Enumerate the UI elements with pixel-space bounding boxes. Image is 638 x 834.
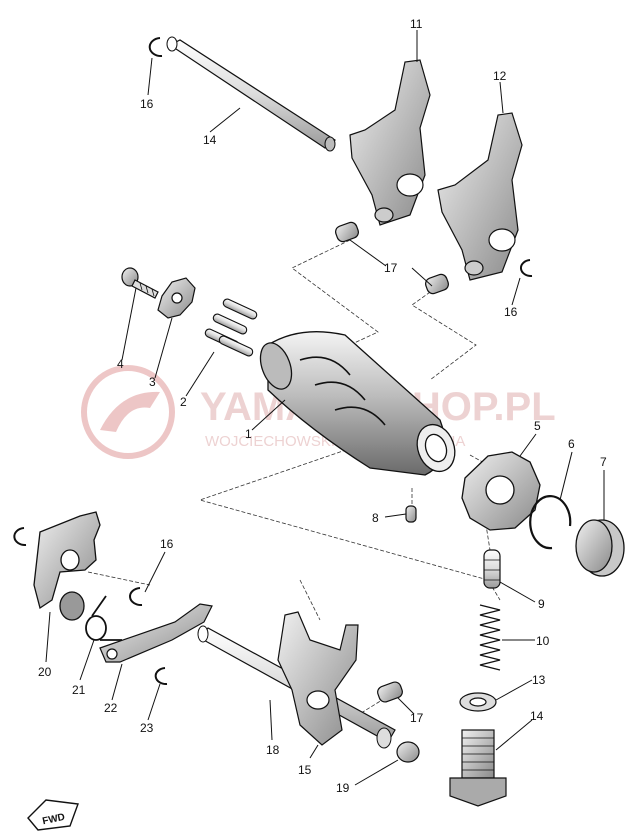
part-16-circlip-a (148, 37, 163, 58)
callout-10: 10 (536, 634, 550, 648)
part-10-spring (479, 604, 501, 671)
callout-16-b: 16 (504, 305, 518, 319)
callout-8: 8 (372, 511, 379, 525)
callout-23: 23 (140, 721, 154, 735)
part-12-plug-bolt (449, 729, 507, 807)
callout-17-b: 17 (410, 711, 424, 725)
part-7-cap (575, 519, 625, 577)
callout-17-a: 17 (384, 261, 398, 275)
part-6-circlip (529, 495, 572, 550)
part-1-shift-drum (259, 331, 456, 476)
callout-3: 3 (149, 375, 156, 389)
part-15-shift-fork-shaft (166, 36, 337, 152)
part-17-guide-pin-b (425, 273, 449, 295)
part-11-washer (459, 692, 497, 712)
callout-16-a: 16 (140, 97, 154, 111)
callout-18: 18 (266, 743, 280, 757)
part-3-segment (157, 277, 196, 319)
callout-12: 14 (530, 709, 544, 723)
part-19-end-cap (396, 741, 420, 763)
fwd-arrow: FWD (27, 799, 79, 831)
part-9-plunger (483, 549, 501, 589)
watermark-logo-mark (100, 391, 160, 432)
part-13-shift-fork (349, 59, 431, 226)
callout-13: 11 (410, 17, 423, 31)
part-5-cam-plate (461, 451, 541, 531)
watermark-logo (81, 365, 175, 459)
part-22-stopper-lever (99, 603, 213, 663)
callout-5: 5 (534, 419, 541, 433)
callout-20: 20 (38, 665, 52, 679)
callout-labels: 16 14 11 12 17 16 4 3 2 1 5 6 7 8 9 10 1… (38, 17, 607, 795)
part-2-pins (204, 298, 258, 357)
part-21-spring (85, 595, 122, 641)
callout-6: 6 (568, 437, 575, 451)
callout-19: 19 (336, 781, 350, 795)
part-16-circlip-b (520, 259, 533, 278)
part-16-circlip-d (13, 527, 27, 547)
callout-22: 22 (104, 701, 118, 715)
callout-16-c: 16 (160, 537, 174, 551)
part-14-shift-fork-a (437, 112, 523, 281)
fwd-label: FWD (41, 812, 66, 827)
callout-7: 7 (600, 455, 607, 469)
part-16-circlip-c (129, 587, 143, 607)
part-20-shift-lever (33, 511, 101, 621)
part-8-pin (405, 505, 417, 523)
callout-14-a: 12 (493, 69, 507, 83)
part-14-shift-fork-b (277, 611, 359, 746)
leader-lines (45, 30, 605, 786)
callout-9: 9 (538, 597, 545, 611)
part-4-bolt (121, 267, 159, 299)
callout-11: 13 (532, 673, 546, 687)
callout-15: 14 (203, 133, 217, 147)
callout-21: 21 (72, 683, 86, 697)
callout-4: 4 (117, 357, 124, 371)
part-23-circlip (154, 667, 168, 686)
callout-2: 2 (180, 395, 187, 409)
fwd-arrow-icon (27, 799, 79, 831)
callout-1: 1 (245, 427, 252, 441)
part-17-guide-pin-c (377, 681, 403, 703)
callout-14-b: 15 (298, 763, 312, 777)
part-17-guide-pin-a (335, 221, 359, 243)
